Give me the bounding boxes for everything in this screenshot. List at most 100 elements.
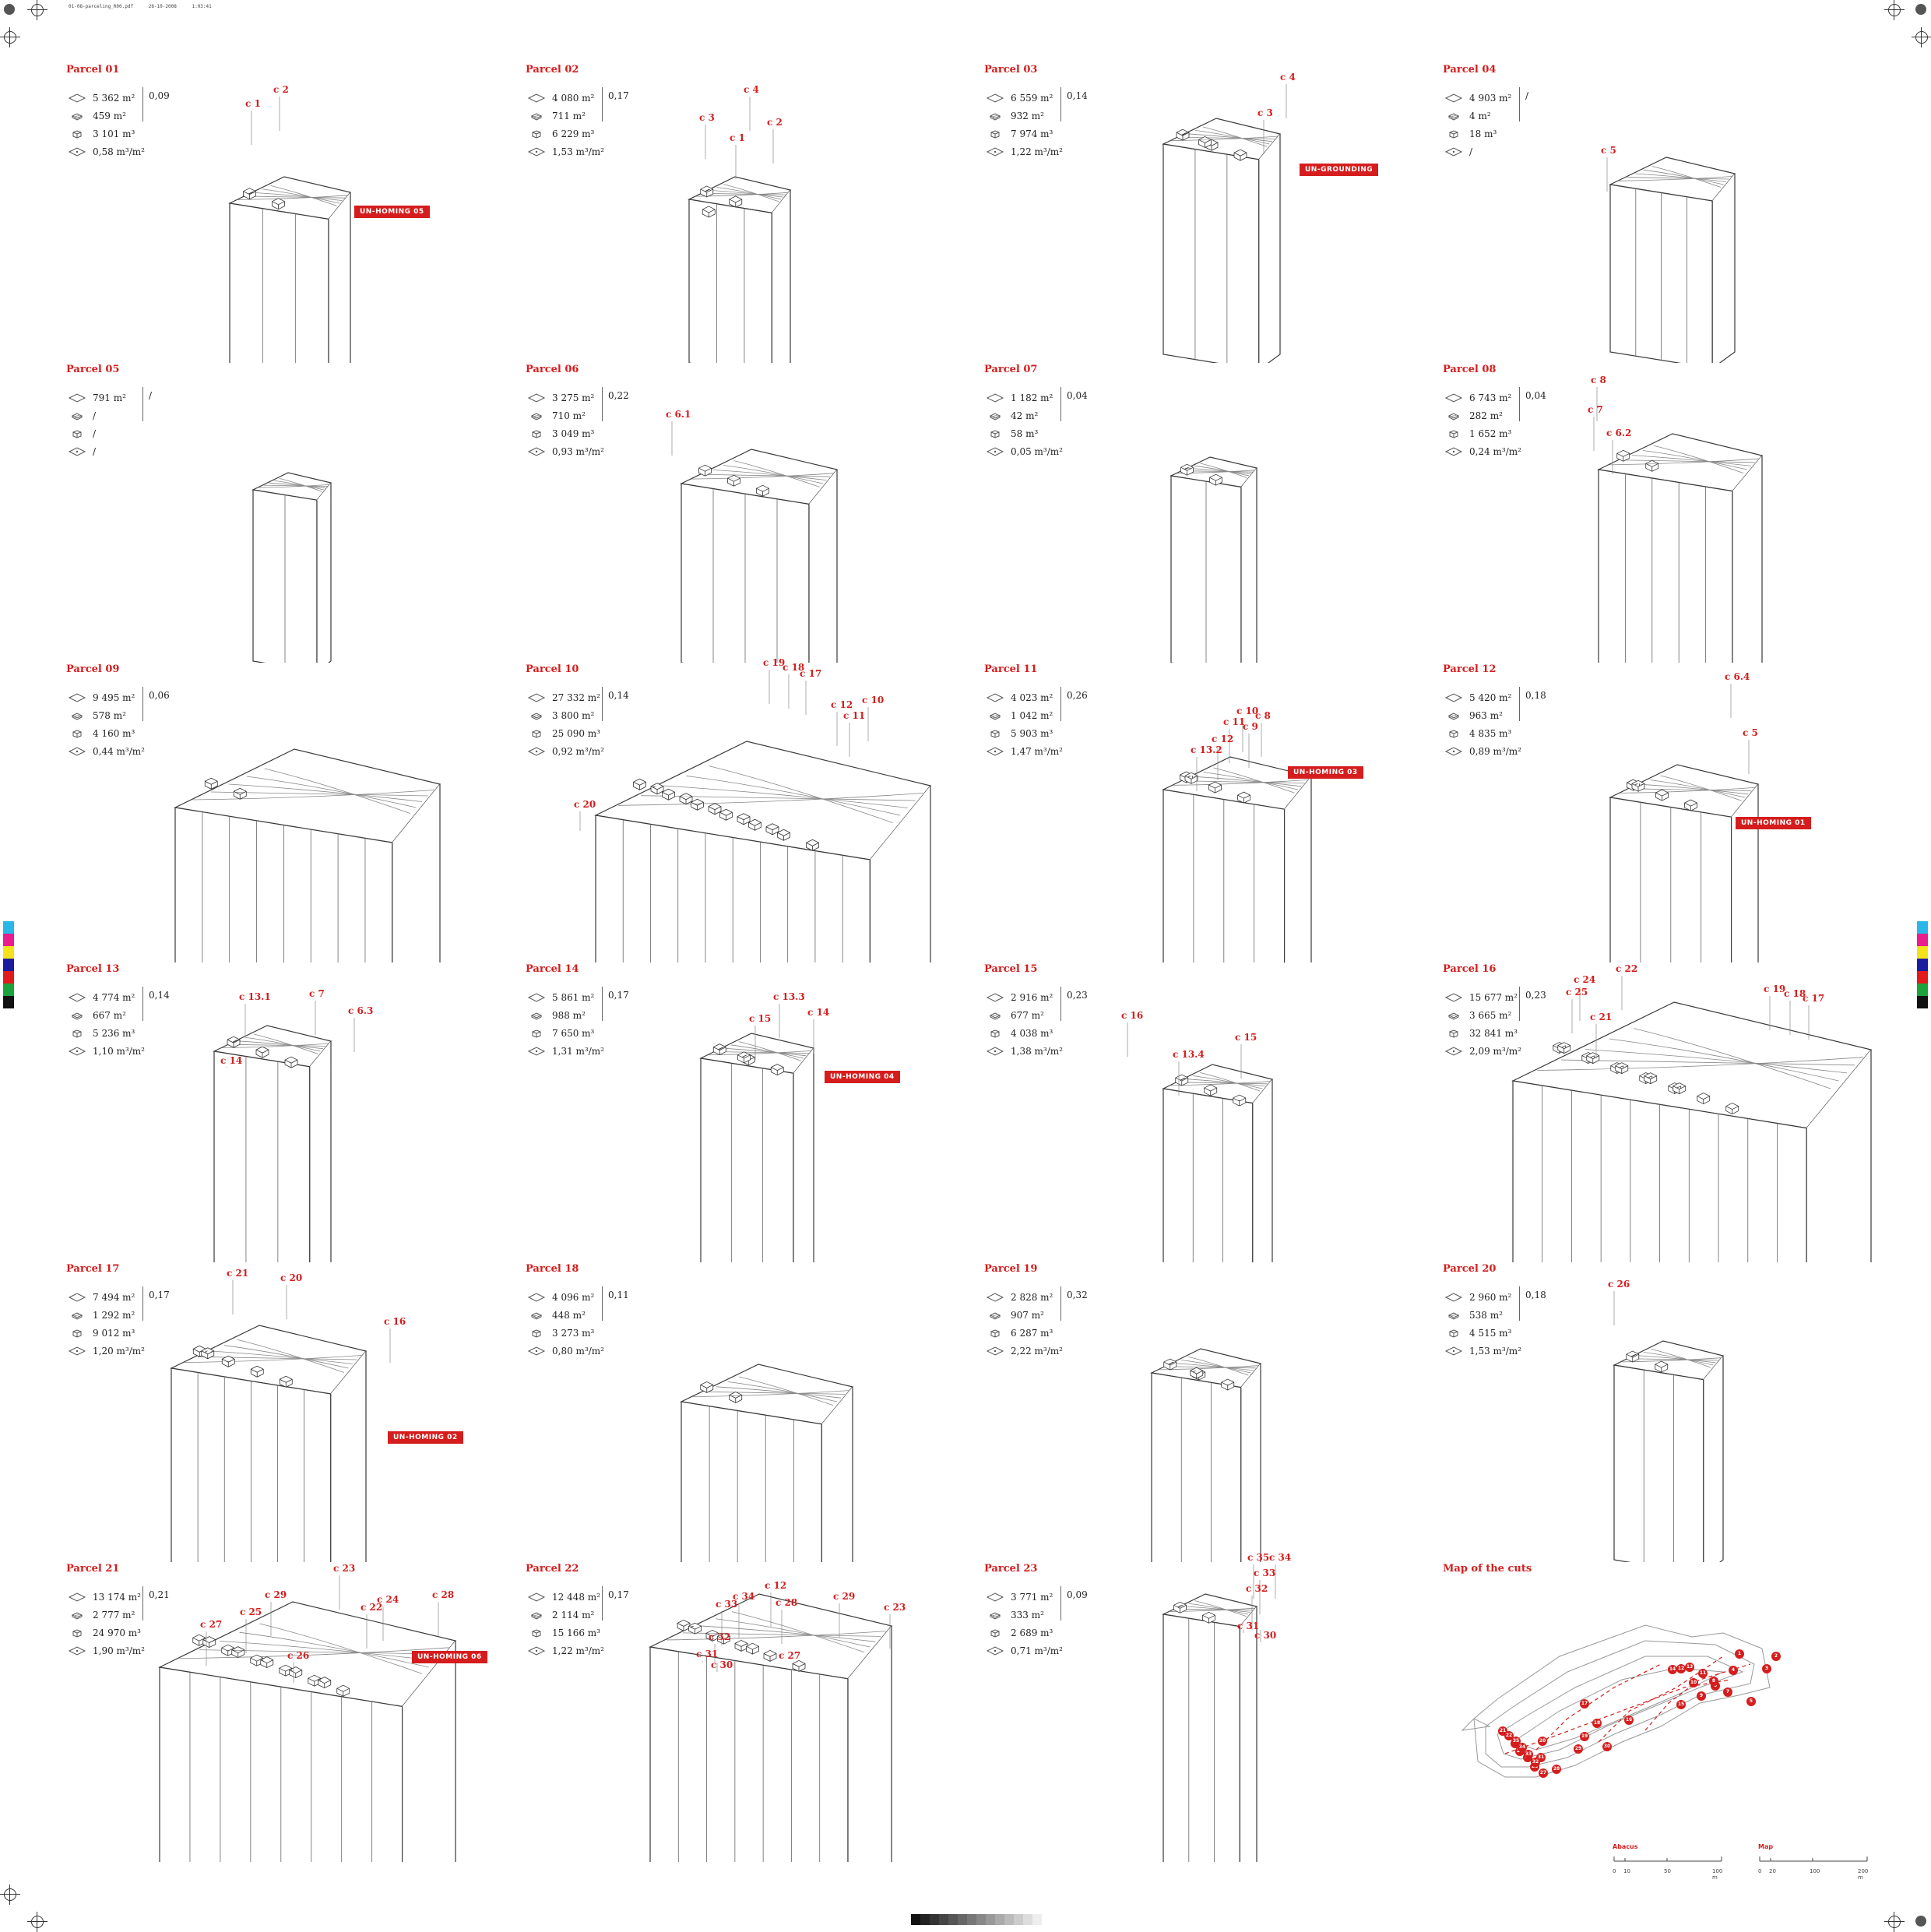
- stat-value: 1 292 m²: [93, 1309, 135, 1321]
- density-icon: [527, 446, 546, 456]
- parcel-axonometric-drawing: [1511, 976, 1873, 1262]
- map-cut-marker: 8: [1709, 1677, 1718, 1686]
- parcel-title: Parcel 16: [1443, 963, 1497, 975]
- stat-value: 0,92 m³/m²: [552, 745, 604, 757]
- cut-label: c 16: [1121, 1010, 1144, 1021]
- stat-value: 4 080 m²: [552, 92, 595, 104]
- scale-bar-map: [1759, 1856, 1868, 1862]
- registration-dot-icon: [1915, 1916, 1926, 1927]
- stat-value: 0,05 m³/m²: [1011, 445, 1063, 457]
- stat-row: 4 515 m³: [1444, 1324, 1521, 1342]
- volume-icon: [532, 1029, 541, 1038]
- map-cut-marker: 10: [1689, 1678, 1698, 1687]
- parcel-axonometric-drawing: [1613, 1291, 1725, 1562]
- stat-row: 2 916 m²: [986, 988, 1063, 1006]
- cut-label: c 30: [1254, 1630, 1277, 1641]
- stat-row: 0,93 m³/m²: [527, 442, 604, 460]
- parcel-axonometric-drawing: [579, 670, 932, 962]
- coverage-ratio: 0,04: [1060, 387, 1088, 421]
- density-icon: [1444, 446, 1463, 456]
- cut-label: c 17: [800, 668, 822, 679]
- density-icon: [1444, 1346, 1463, 1356]
- cut-label: c 24: [1574, 974, 1596, 985]
- stat-value: 15 166 m³: [552, 1627, 600, 1638]
- stat-row: 58 m³: [986, 424, 1063, 442]
- stat-value: 1,22 m³/m²: [552, 1645, 604, 1656]
- cut-label: c 32: [709, 1631, 731, 1642]
- volume-icon: [72, 1029, 82, 1038]
- density-icon: [986, 1046, 1004, 1056]
- cut-label: c 34: [733, 1591, 755, 1602]
- cut-label: c 8: [1591, 375, 1606, 385]
- stat-row: 18 m³: [1444, 125, 1511, 143]
- parcel-title: Parcel 17: [66, 1263, 120, 1275]
- coverage-ratio: 0,09: [1060, 1586, 1088, 1621]
- built-area-icon: [530, 1012, 543, 1020]
- map-cut-marker: 28: [1552, 1765, 1561, 1774]
- stat-row: 711 m²: [527, 107, 604, 125]
- coverage-ratio: 0,23: [1519, 987, 1546, 1021]
- stat-value: 0,58 m³/m²: [93, 146, 145, 157]
- area-icon: [1444, 93, 1463, 103]
- area-icon: [986, 93, 1004, 103]
- stat-row: 3 800 m²: [527, 706, 604, 724]
- parcel-axonometric-drawing: [688, 97, 792, 363]
- cut-label: c 14: [220, 1055, 243, 1066]
- stat-row: 27 332 m²: [527, 688, 604, 706]
- volume-icon: [1449, 129, 1458, 139]
- stat-row: 6 287 m³: [986, 1324, 1063, 1342]
- stat-row: 0,44 m³/m²: [68, 742, 145, 760]
- cut-label: c 21: [1590, 1012, 1613, 1022]
- stat-row: 5 903 m³: [986, 724, 1063, 742]
- stat-row: 932 m²: [986, 107, 1063, 125]
- stat-row: 1 042 m²: [986, 706, 1063, 724]
- stat-row: 677 m²: [986, 1006, 1063, 1024]
- cut-label: c 13.3: [773, 991, 805, 1002]
- area-icon: [527, 992, 546, 1002]
- parcel-axonometric-drawing: [1609, 684, 1760, 962]
- map-cut-marker: 12: [1676, 1664, 1686, 1673]
- map-cut-marker: 27: [1539, 1768, 1548, 1778]
- cut-label: c 22: [361, 1602, 383, 1613]
- built-area-icon: [989, 712, 1001, 720]
- built-area-icon: [530, 412, 543, 421]
- scale-tick: 200 m: [1858, 1868, 1869, 1881]
- coverage-ratio: 0,11: [602, 1286, 629, 1321]
- parcel-title: Parcel 22: [526, 1563, 579, 1575]
- stat-row: 5 362 m²: [68, 89, 145, 107]
- volume-icon: [1449, 1029, 1458, 1038]
- stat-row: 667 m²: [68, 1006, 145, 1024]
- stat-value: 1,22 m³/m²: [1011, 146, 1063, 157]
- stat-value: 6 287 m³: [1011, 1327, 1053, 1339]
- parcel-title: Parcel 18: [526, 1263, 579, 1275]
- built-area-icon: [71, 712, 83, 720]
- scale-tick: 0: [1758, 1868, 1762, 1874]
- map-cut-marker: 5: [1746, 1697, 1756, 1706]
- stat-value: 2 960 m²: [1469, 1291, 1512, 1303]
- cut-label: c 31: [1237, 1621, 1260, 1631]
- volume-icon: [1449, 729, 1458, 738]
- stat-row: 710 m²: [527, 406, 604, 424]
- stat-value: 1,90 m³/m²: [93, 1645, 145, 1656]
- stat-value: 6 559 m²: [1011, 92, 1053, 104]
- stat-value: 25 090 m³: [552, 727, 600, 739]
- parcel-axonometric-drawing: [680, 1364, 854, 1562]
- stat-value: 710 m²: [552, 410, 586, 421]
- volume-icon: [72, 1628, 82, 1638]
- cut-label: c 19: [1764, 984, 1786, 994]
- coverage-ratio: 0,17: [602, 1586, 629, 1621]
- stat-value: 667 m²: [93, 1009, 126, 1021]
- parcel-title: Parcel 14: [526, 963, 579, 975]
- stat-value: 2 828 m²: [1011, 1291, 1053, 1303]
- cut-label: c 12: [765, 1580, 787, 1591]
- area-icon: [1444, 692, 1463, 702]
- area-icon: [986, 392, 1004, 403]
